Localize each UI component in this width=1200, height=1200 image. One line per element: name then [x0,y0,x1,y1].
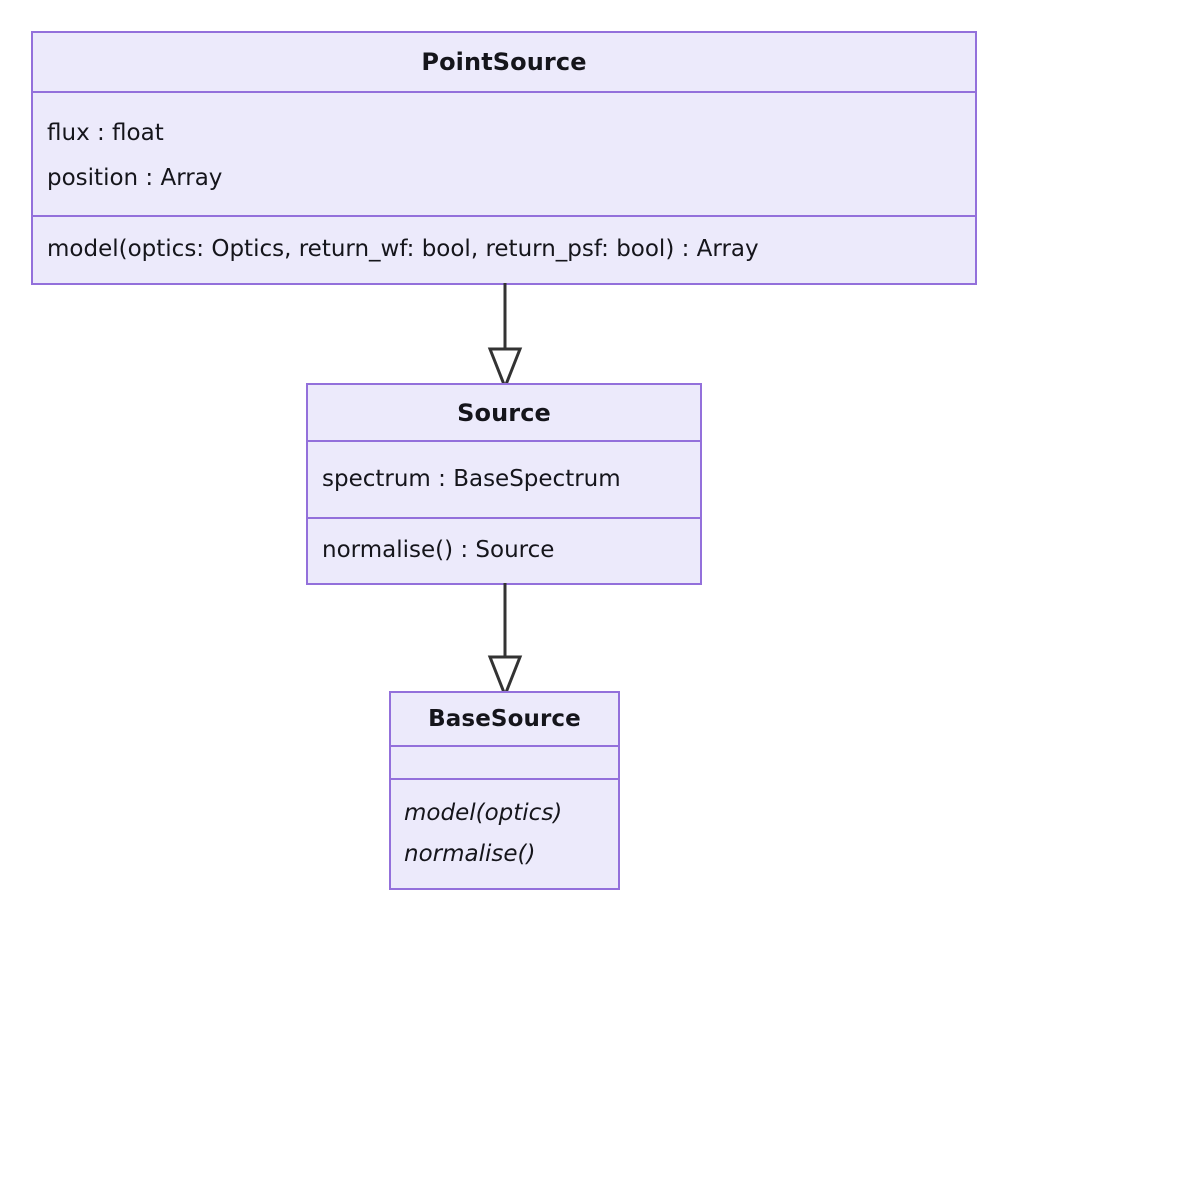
class-operation: normalise() [404,841,536,868]
class-operations-source: normalise() : Source [308,516,700,583]
class-attribute: position : Array [47,164,223,191]
class-box-pointsource[interactable]: PointSource flux : float position : Arra… [31,31,977,285]
hollow-triangle-arrowhead-icon [487,347,523,392]
class-operation: model(optics) [404,800,563,827]
class-title-pointsource: PointSource [421,47,587,76]
class-box-source[interactable]: Source spectrum : BaseSpectrum normalise… [306,383,702,585]
class-attribute: flux : float [47,119,164,146]
inheritance-edge-pointsource-to-source [487,283,523,392]
class-box-basesource[interactable]: BaseSource model(optics) normalise() [389,691,620,890]
hollow-triangle-arrowhead-icon [487,655,523,700]
class-operation: normalise() : Source [322,537,555,564]
class-operations-basesource: model(optics) normalise() [391,778,618,888]
class-operation: model(optics: Optics, return_wf: bool, r… [47,236,759,263]
class-attribute: spectrum : BaseSpectrum [322,466,621,493]
inheritance-edge-source-to-basesource [487,583,523,700]
class-attributes-pointsource: flux : float position : Array [33,90,975,215]
class-attributes-source: spectrum : BaseSpectrum [308,440,700,516]
class-attributes-basesource [391,745,618,778]
class-title-basesource: BaseSource [428,706,581,733]
class-title-source: Source [457,398,551,427]
class-operations-pointsource: model(optics: Optics, return_wf: bool, r… [33,214,975,283]
